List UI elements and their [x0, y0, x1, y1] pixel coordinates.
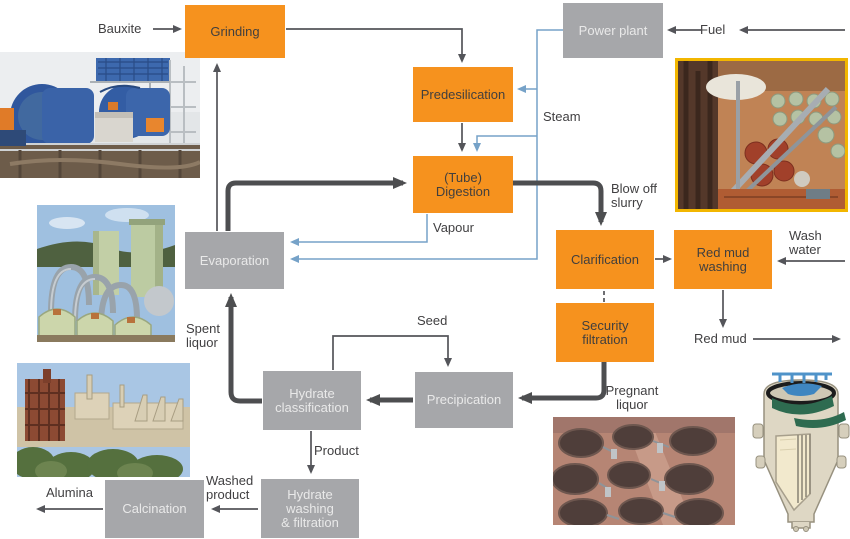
evaporation-box: Evaporation	[185, 232, 284, 289]
alumina-label: Alumina	[46, 485, 93, 500]
clarification-box: Clarification	[556, 230, 654, 289]
hydrate-classification-label-line2: classification	[275, 399, 349, 415]
evaporation-to-digestion-arrow	[225, 177, 407, 231]
refinery-aerial-photo	[675, 58, 848, 212]
hydrate-classification-label-line1: Hydrate	[289, 385, 335, 401]
steam-label: Steam	[543, 109, 581, 124]
calcination-box-label: Calcination	[122, 501, 187, 516]
grinding-box-label: Grinding	[210, 23, 260, 39]
evaporation-box-label: Evaporation	[199, 252, 270, 268]
washed-product-label: Washed product	[206, 473, 254, 502]
security-filtration-label-line2: filtration	[582, 331, 628, 347]
hydrate-washing-label-line3: & filtration	[281, 514, 339, 530]
red-mud-washing-label-line2: washing	[699, 258, 747, 274]
hydrate-washing-filtration-box: Hydrate washing & filtration	[261, 479, 359, 538]
seed-label: Seed	[417, 313, 448, 328]
digestion-box-label-line1: (Tube)	[444, 169, 482, 185]
grinding-to-predesilication-arrow	[286, 28, 466, 63]
spent-liquor-to-evaporation-arrow	[225, 293, 262, 404]
steam-to-digestion-line	[473, 135, 537, 152]
predesilication-box-label: Predesilication	[420, 86, 506, 102]
red-mud-washing-box: Red mud washing	[674, 230, 772, 289]
blow-off-slurry-label: Blow off slurry	[611, 181, 658, 210]
bauxite-label: Bauxite	[98, 21, 142, 36]
product-label: Product	[314, 443, 359, 458]
seed-recycle-arrow	[332, 335, 452, 370]
pregnant-liquor-label: Pregnant liquor	[605, 383, 659, 412]
precipication-box: Precipication	[415, 372, 513, 428]
steam-to-evaporation-line	[290, 29, 563, 263]
blow-off-slurry-arrow	[513, 180, 607, 226]
wash-water-label: Wash water	[789, 228, 822, 257]
precipitator-vessel-illustration	[752, 366, 850, 532]
pregnant-liquor-arrow	[518, 362, 607, 404]
fuel-label: Fuel	[700, 22, 726, 37]
calcination-plant-photo	[17, 363, 190, 477]
hydrate-washing-label-line1: Hydrate	[287, 486, 333, 502]
predesilication-box: Predesilication	[413, 67, 513, 122]
spent-liquor-label: Spent liquor	[186, 321, 220, 350]
digestion-box-label-line2: Digestion	[435, 183, 491, 199]
hydrate-washing-label-line2: washing	[286, 500, 334, 516]
security-filtration-box: Security filtration	[556, 303, 654, 362]
precipication-box-label: Precipication	[426, 392, 502, 407]
hydrate-classification-box: Hydrate classification	[263, 371, 361, 430]
calcination-box: Calcination	[105, 480, 204, 538]
grinding-box: Grinding	[185, 5, 285, 58]
evaporation-plant-photo	[37, 205, 175, 342]
vapour-label: Vapour	[433, 220, 474, 235]
red-mud-label: Red mud	[694, 331, 747, 346]
grinding-mill-photo	[0, 52, 200, 178]
power-plant-box: Power plant	[563, 3, 663, 58]
red-mud-washing-label-line1: Red mud	[696, 244, 750, 260]
security-filtration-label-line1: Security	[581, 317, 629, 333]
power-plant-box-label: Power plant	[578, 22, 648, 38]
precipitation-tanks-photo	[553, 417, 735, 525]
digestion-box: (Tube) Digestion	[413, 156, 513, 213]
vapour-to-evaporation-line	[290, 214, 428, 246]
clarification-box-label: Clarification	[571, 251, 639, 267]
